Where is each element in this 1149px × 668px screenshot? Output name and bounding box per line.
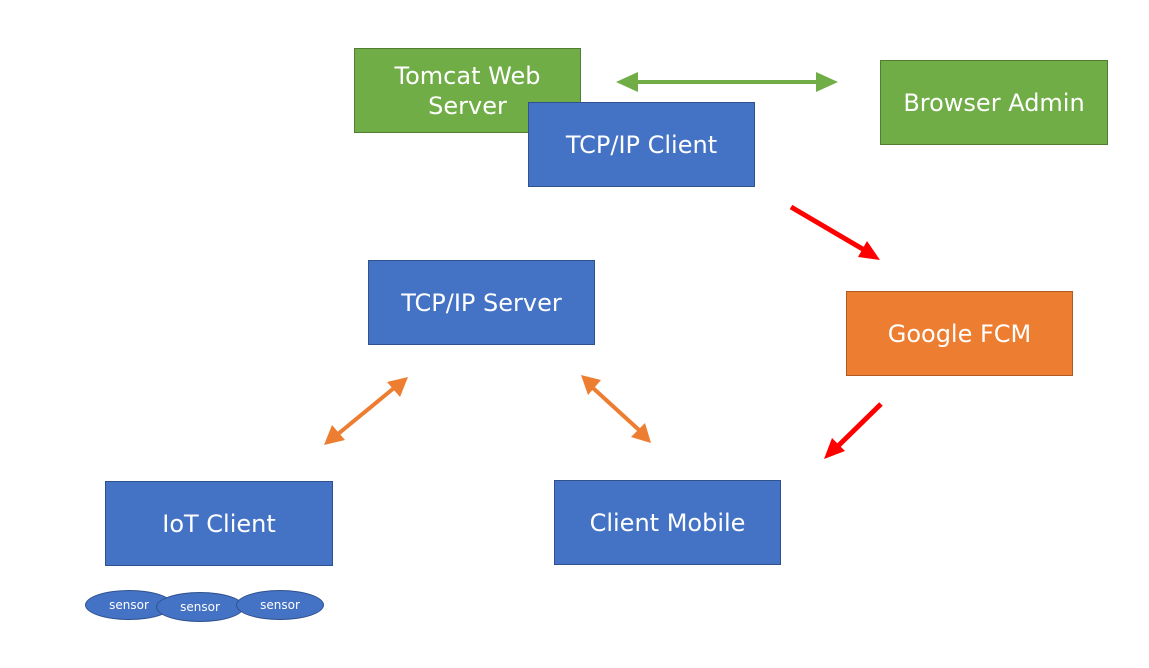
browser-admin-label: Browser Admin: [903, 88, 1085, 117]
iot-client-label: IoT Client: [162, 509, 276, 538]
iot-client-box: IoT Client: [105, 481, 333, 566]
google-fcm-box: Google FCM: [846, 291, 1073, 376]
red-arrow-client-to-fcm: [789, 204, 880, 260]
tomcat-web-server-box: Tomcat Web Server: [354, 48, 581, 133]
client-mobile-label: Client Mobile: [589, 508, 746, 537]
red-arrow-fcm-to-mobile: [824, 402, 883, 459]
google-fcm-label: Google FCM: [887, 319, 1032, 348]
sensor-label-2: sensor: [180, 600, 220, 614]
client-mobile-box: Client Mobile: [554, 480, 781, 565]
sensor-ellipse-1: sensor: [85, 590, 173, 620]
green-double-arrow: [616, 72, 838, 92]
sensor-label-1: sensor: [109, 598, 149, 612]
tcp-ip-client-box: TCP/IP Client: [528, 102, 755, 187]
orange-double-arrow-server-mobile: [581, 375, 651, 443]
sensor-ellipse-3: sensor: [236, 590, 324, 620]
tcp-ip-server-box: TCP/IP Server: [368, 260, 595, 345]
sensor-label-3: sensor: [260, 598, 300, 612]
orange-double-arrow-server-iot: [324, 377, 408, 445]
tomcat-web-server-label: Tomcat Web Server: [394, 62, 541, 120]
tcp-ip-client-label: TCP/IP Client: [565, 130, 718, 159]
tcp-ip-server-label: TCP/IP Server: [401, 288, 562, 317]
sensor-ellipse-2: sensor: [156, 592, 244, 622]
browser-admin-box: Browser Admin: [880, 60, 1108, 145]
